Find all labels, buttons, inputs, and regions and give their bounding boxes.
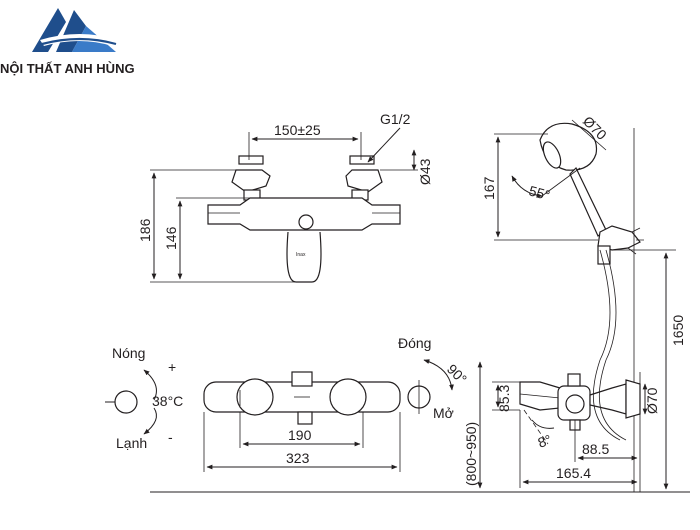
dim-depth-2: 165.4	[556, 465, 591, 481]
dim-height-total: 186	[137, 218, 153, 242]
outlet-bottom	[297, 411, 313, 425]
label-close: Đóng	[398, 335, 431, 351]
brand-name: NỘI THẤT ANH HÙNG	[0, 61, 135, 76]
bottom-side-view: (800~950) 85.3 8° Ø70 88.5	[463, 249, 660, 492]
brand-logo	[32, 8, 118, 52]
front-knob	[298, 214, 314, 230]
brand-mark: Inax	[296, 252, 306, 258]
dim-angle: 55°	[527, 182, 552, 203]
shower-handle	[569, 166, 607, 237]
label-cold: Lạnh	[116, 435, 147, 451]
dim-height-body: 146	[163, 226, 179, 250]
dim-range: (800~950)	[463, 422, 479, 486]
right-handle	[345, 169, 383, 193]
right-handle-top	[349, 155, 375, 165]
dim-rail-height: 1650	[670, 315, 686, 346]
label-hot: Nóng	[112, 345, 145, 361]
sign-plus: +	[168, 359, 176, 375]
dim-spacing: 150±25	[274, 122, 321, 138]
right-handle-top-view	[329, 378, 367, 416]
dim-thread: G1/2	[380, 111, 411, 127]
dim-angle-8: 8°	[536, 431, 554, 451]
dim-inlet-dia: Ø43	[417, 158, 433, 185]
wall-flange	[625, 379, 641, 419]
wall-pipe	[589, 383, 627, 415]
dim-head-height: 167	[481, 176, 497, 200]
spout	[286, 231, 322, 283]
dim-spout-height: 85.3	[496, 385, 512, 412]
label-angle-90: 90°	[444, 361, 470, 387]
body-side-knob	[565, 394, 585, 414]
outlet-top	[291, 371, 313, 387]
label-open: Mở	[433, 405, 454, 421]
label-temp: 38°C	[152, 393, 183, 409]
sign-minus: -	[168, 429, 173, 445]
temperature-dial	[114, 390, 138, 414]
dim-depth-1: 88.5	[582, 441, 609, 457]
front-view: Inax 150±25 G1/2 Ø43 186 146	[137, 111, 433, 283]
left-handle	[231, 169, 271, 193]
top-view: Nóng + 38°C Lạnh - Đóng 90° Mở 190 323	[105, 335, 470, 472]
handle-side	[567, 373, 581, 387]
left-handle-top	[238, 155, 264, 165]
side-view: Ø70 167 55° 1650	[481, 113, 686, 493]
dim-pipe-dia: Ø70	[644, 387, 660, 414]
left-handle-top-view	[236, 378, 274, 416]
dim-width-inner: 190	[288, 427, 312, 443]
dim-width-total: 323	[286, 450, 310, 466]
bracket-base	[597, 245, 611, 265]
